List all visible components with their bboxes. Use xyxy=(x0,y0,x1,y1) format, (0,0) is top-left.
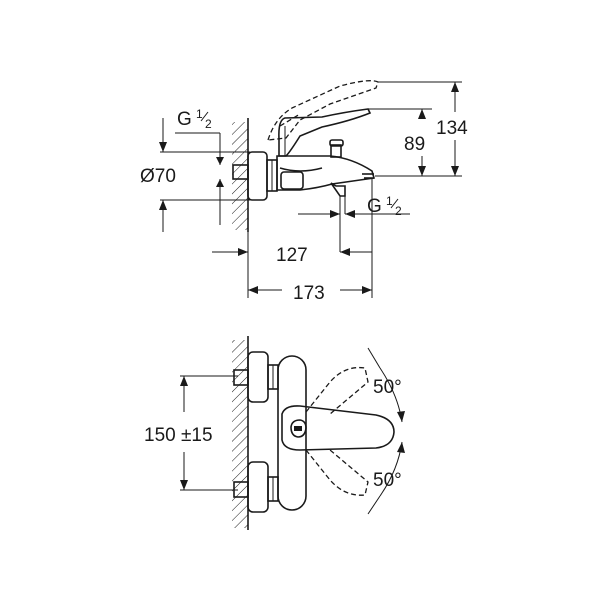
diameter-dimension: Ø70 xyxy=(140,118,250,232)
dimension-89-label: 89 xyxy=(404,134,425,155)
side-lever-handle xyxy=(278,108,372,157)
thread-bottom-label: G 1 2 xyxy=(298,194,410,252)
front-view: 50° 50° 150 ±15 xyxy=(144,336,405,530)
side-wall xyxy=(232,118,249,232)
thread-top-label: G 1 2 xyxy=(175,107,221,225)
angle-down-label: 50° xyxy=(373,470,402,491)
dimension-127: 127 xyxy=(212,232,372,298)
front-lever-handle xyxy=(281,405,395,451)
thread-bottom-den: 2 xyxy=(395,204,402,218)
front-rotation-outlines xyxy=(305,366,369,496)
side-view: G 1 2 Ø70 G xyxy=(140,80,468,304)
dimension-127-label: 127 xyxy=(276,245,308,266)
side-lever-handle-open xyxy=(267,80,379,141)
front-mixer-body xyxy=(277,355,307,511)
thread-top-den: 2 xyxy=(205,117,212,131)
dimension-134-label: 134 xyxy=(436,118,468,139)
diameter-label: Ø70 xyxy=(140,166,176,187)
angle-up-label: 50° xyxy=(373,377,402,398)
dimension-173: 173 xyxy=(248,178,373,304)
dimension-150-label: 150 ±15 xyxy=(144,425,213,446)
side-mixer-body xyxy=(276,155,376,197)
dimension-173-label: 173 xyxy=(293,283,325,304)
front-angle-markers: 50° 50° xyxy=(367,347,405,515)
dimension-heights: 89 134 xyxy=(368,81,468,177)
front-upper-connector xyxy=(233,351,279,403)
dimension-150: 150 ±15 xyxy=(144,375,238,491)
thread-bottom-base: G xyxy=(367,196,382,217)
front-wall xyxy=(232,336,249,530)
side-diverter-knob xyxy=(329,139,344,158)
thread-top-base: G xyxy=(177,109,192,130)
thread-bottom-num: 1 xyxy=(386,194,393,208)
thread-top-num: 1 xyxy=(196,107,203,121)
